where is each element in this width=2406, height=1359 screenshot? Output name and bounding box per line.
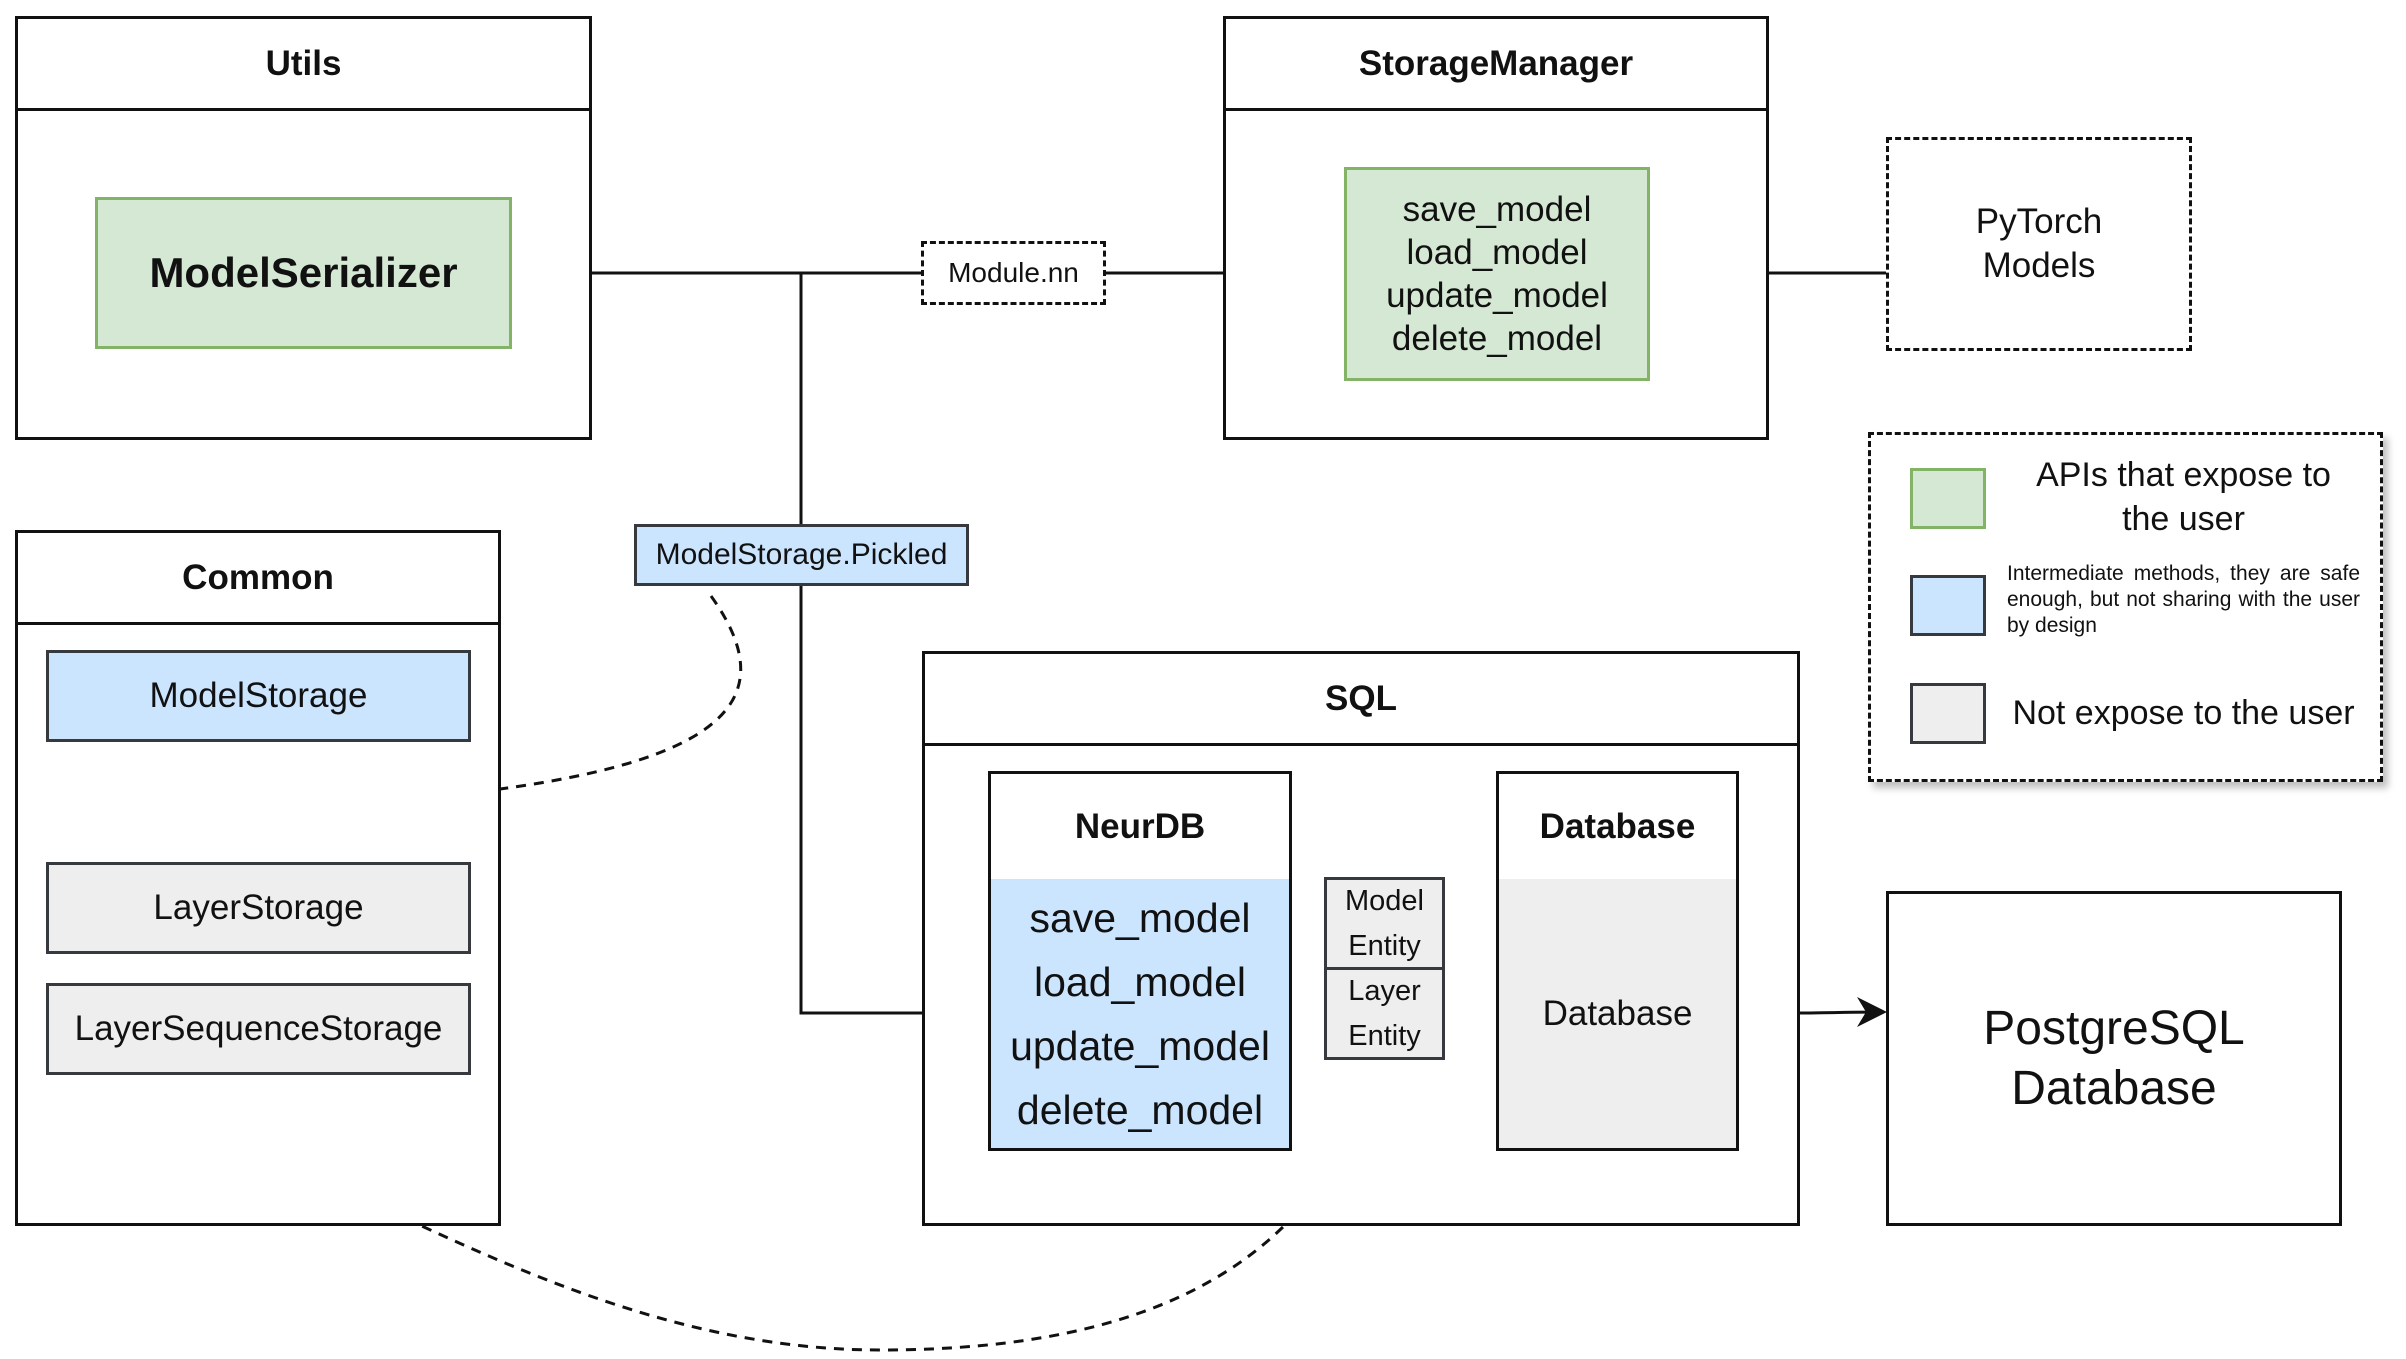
neurdb-methods[interactable]: save_model load_model update_model delet… xyxy=(991,879,1289,1148)
postgres-line-1: PostgreSQL xyxy=(1983,1001,2245,1055)
module-nn-text: Module.nn xyxy=(948,257,1079,288)
legend: APIs that expose to the user Intermediat… xyxy=(1868,432,2383,782)
layer-entity-box[interactable]: Layer Entity xyxy=(1324,967,1445,1060)
layer-entity-line-1: Layer xyxy=(1348,974,1421,1007)
legend-swatch-blue xyxy=(1910,575,1986,636)
neurdb-method-update[interactable]: update_model xyxy=(1010,1022,1270,1069)
sm-method-delete[interactable]: delete_model xyxy=(1391,319,1603,358)
legend-text-green: APIs that expose to the user xyxy=(2036,456,2331,538)
layer-storage-label: LayerStorage xyxy=(153,888,364,927)
storage-manager-title: StorageManager xyxy=(1226,19,1766,111)
sm-method-load[interactable]: load_model xyxy=(1406,233,1588,272)
model-entity-line-1: Model xyxy=(1345,884,1424,917)
neurdb-container: NeurDB save_model load_model update_mode… xyxy=(988,771,1292,1151)
model-entity-box[interactable]: Model Entity xyxy=(1324,877,1445,970)
storage-manager-methods[interactable]: save_model load_model update_model delet… xyxy=(1344,167,1650,381)
common-item-model-storage[interactable]: ModelStorage xyxy=(46,650,471,742)
postgres-line-2: Database xyxy=(2011,1061,2217,1115)
common-item-layer-storage[interactable]: LayerStorage xyxy=(46,862,471,954)
neurdb-method-load[interactable]: load_model xyxy=(1034,958,1246,1005)
model-entity-line-2: Entity xyxy=(1348,929,1421,962)
sm-method-save[interactable]: save_model xyxy=(1402,190,1592,229)
neurdb-method-save[interactable]: save_model xyxy=(1029,894,1251,941)
legend-swatch-grey xyxy=(1910,683,1986,744)
sql-title: SQL xyxy=(925,654,1797,746)
database-title: Database xyxy=(1499,774,1736,882)
utils-title: Utils xyxy=(18,19,589,111)
common-item-layer-sequence-storage[interactable]: LayerSequenceStorage xyxy=(46,983,471,1075)
layer-entity-line-2: Entity xyxy=(1348,1019,1421,1052)
legend-swatch-green xyxy=(1910,468,1986,529)
legend-text-blue: Intermediate methods, they are safe enou… xyxy=(2007,562,2360,637)
pytorch-line-2: Models xyxy=(1982,246,2096,285)
database-body-label: Database xyxy=(1542,993,1693,1033)
legend-text-grey: Not expose to the user xyxy=(2012,694,2355,732)
model-storage-pickled-label: ModelStorage.Pickled xyxy=(634,524,969,586)
database-body[interactable]: Database xyxy=(1499,879,1736,1148)
database-postgres-arrow xyxy=(1738,997,1887,1028)
model-storage-label: ModelStorage xyxy=(149,676,368,715)
model-storage-pickled-text: ModelStorage.Pickled xyxy=(655,538,948,571)
database-container: Database Database xyxy=(1496,771,1739,1151)
module-nn-label: Module.nn xyxy=(921,241,1106,305)
model-serializer-label: ModelSerializer xyxy=(149,249,458,296)
pytorch-models-box: PyTorch Models xyxy=(1886,137,2192,351)
neurdb-method-delete[interactable]: delete_model xyxy=(1016,1086,1264,1133)
model-serializer-box[interactable]: ModelSerializer xyxy=(95,197,512,349)
pytorch-line-1: PyTorch xyxy=(1975,202,2103,241)
layer-sequence-storage-label: LayerSequenceStorage xyxy=(74,1009,443,1048)
sm-method-update[interactable]: update_model xyxy=(1386,276,1608,315)
common-title: Common xyxy=(18,533,498,625)
neurdb-title: NeurDB xyxy=(991,774,1289,882)
postgresql-database-box: PostgreSQL Database xyxy=(1886,891,2342,1226)
